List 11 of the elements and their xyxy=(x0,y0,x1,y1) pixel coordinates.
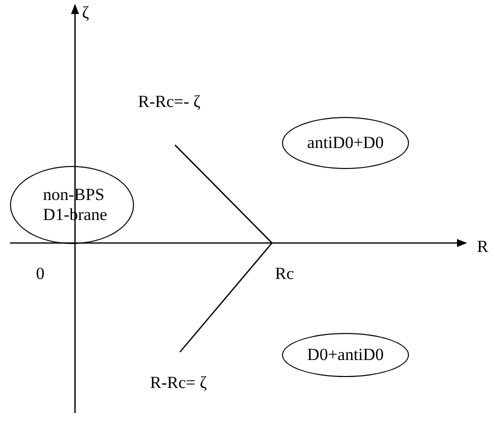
axis-label: R xyxy=(477,237,488,257)
boundary-equation: R-Rc=- ζ xyxy=(138,92,200,112)
boundary-equation: R-Rc= ζ xyxy=(150,373,207,393)
tick-label: 0 xyxy=(36,264,44,284)
region-label: antiD0+D0 xyxy=(307,132,384,154)
tick-label: Rc xyxy=(275,264,294,284)
region-label: D0+antiD0 xyxy=(307,344,384,366)
region-ellipse xyxy=(282,117,409,169)
region-ellipse xyxy=(282,333,409,377)
axis-label: ζ xyxy=(82,3,90,23)
region-ellipse xyxy=(10,166,134,244)
